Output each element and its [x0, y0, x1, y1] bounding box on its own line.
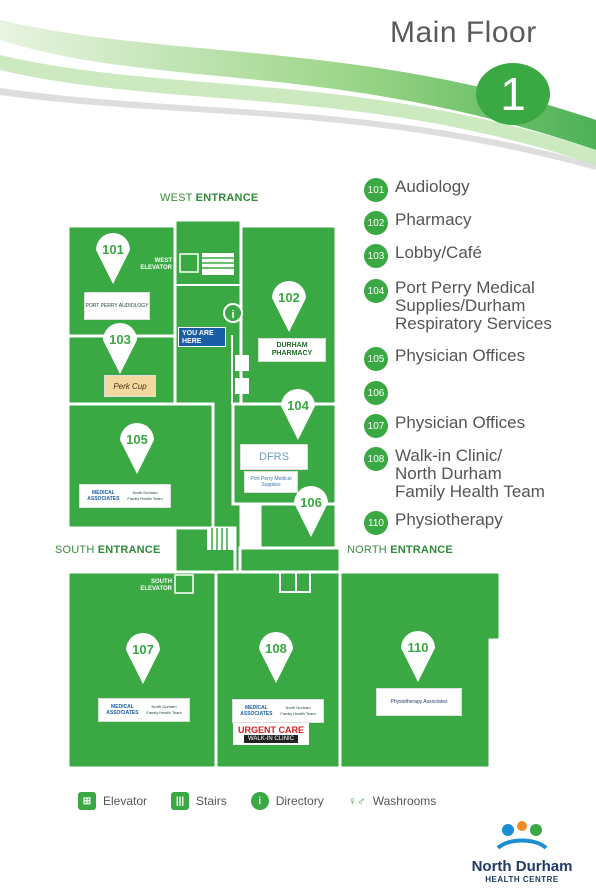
medical-associates-logo-108: MEDICAL ASSOCIATES North Durham Family H…	[232, 699, 324, 723]
map-pin-102[interactable]: 102	[272, 281, 306, 332]
legend-number: 103	[364, 244, 388, 268]
pin-number: 101	[102, 242, 124, 257]
pin-number: 106	[300, 495, 322, 510]
pin-number: 103	[109, 332, 131, 347]
elevator-icon: ⊞	[78, 792, 96, 810]
you-are-here-marker: YOU ARE HERE	[178, 327, 226, 347]
urgent-care-logo: URGENT CARE WALK-IN CLINIC	[233, 723, 309, 745]
legend-label: Port Perry Medical Supplies/Durham Respi…	[395, 278, 552, 333]
legend-number: 105	[364, 347, 388, 371]
legend-item-102: 102 Pharmacy	[364, 211, 472, 235]
legend-washrooms: ♀♂ Washrooms	[347, 792, 437, 810]
legend-label: Audiology	[395, 177, 470, 196]
stairs-center	[207, 528, 235, 550]
west-entrance-label: WEST ENTRANCE	[160, 192, 259, 204]
svg-text:i: i	[231, 309, 234, 321]
washroom-icon: ♀♂	[347, 792, 366, 810]
west-elevator-label: WEST ELEVATOR	[140, 258, 172, 271]
legend-label: Lobby/Café	[395, 243, 482, 262]
pharmacy-logo: DURHAM PHARMACY	[258, 338, 326, 362]
audiology-logo: PORT PERRY AUDIOLOGY	[84, 292, 150, 320]
washroom-icon	[235, 355, 249, 371]
south-elevator-label: SOUTH ELEVATOR	[140, 579, 172, 592]
legend-item-110: 110 Physiotherapy	[364, 511, 503, 535]
pin-number: 102	[278, 290, 300, 305]
legend-number: 106	[364, 381, 388, 405]
legend-item-103: 103 Lobby/Café	[364, 244, 482, 268]
legend-item-108: 108 Walk-in Clinic/ North Durham Family H…	[364, 447, 545, 501]
legend-stairs: ||| Stairs	[171, 792, 227, 810]
legend-item-105: 105 Physician Offices	[364, 347, 525, 371]
map-pin-101[interactable]: 101	[96, 233, 130, 284]
map-pin-105[interactable]: 105	[120, 423, 154, 474]
map-pin-104[interactable]: 104	[281, 389, 315, 440]
legend-directory: i Directory	[250, 792, 324, 810]
north-entrance-label: NORTH ENTRANCE	[347, 544, 453, 556]
legend-label: Physician Offices	[395, 413, 526, 432]
legend-number: 102	[364, 211, 388, 235]
legend-item-104: 104 Port Perry Medical Supplies/Durham Re…	[364, 279, 552, 333]
ppms-logo: Port Perry Medical Supplies	[244, 471, 298, 493]
legend-label: Physician Offices	[395, 346, 526, 365]
brand-logo: North Durham HEALTH CENTRE	[462, 820, 582, 884]
page-title: Main Floor	[390, 16, 537, 49]
pin-number: 110	[408, 640, 429, 655]
pin-number: 108	[265, 641, 287, 656]
legend-number: 101	[364, 178, 388, 202]
legend-number: 108	[364, 447, 388, 471]
directory-icon	[223, 303, 243, 323]
legend-item-107: 107 Physician Offices	[364, 414, 525, 438]
physio-logo: Physiotherapy Associates	[376, 688, 462, 716]
legend-item-106: 106	[364, 381, 395, 405]
dfrs-logo: DFRS	[240, 444, 308, 470]
legend-label: Walk-in Clinic/ North Durham Family Heal…	[395, 446, 545, 501]
map-pin-110[interactable]: 110	[401, 631, 435, 682]
pin-number: 107	[132, 642, 154, 657]
brand-name: North Durham	[471, 858, 573, 875]
legend-number: 104	[364, 279, 388, 303]
legend-number: 110	[364, 511, 388, 535]
icon-legend: ⊞ Elevator ||| Stairs i Directory ♀♂ Was…	[78, 792, 460, 810]
cafe-logo: Perk Cup	[104, 375, 156, 397]
pin-number: 104	[287, 398, 309, 413]
map-pin-107[interactable]: 107	[126, 633, 160, 684]
floor-number-badge: 1	[476, 63, 550, 125]
stairs-west	[202, 253, 234, 275]
elevator-west-icon	[179, 253, 199, 273]
legend-label: Pharmacy	[395, 210, 472, 229]
directory-icon: i	[250, 792, 269, 810]
brand-mark-icon	[496, 821, 548, 850]
pin-number: 105	[126, 432, 148, 447]
south-entrance-label: SOUTH ENTRANCE	[55, 544, 161, 556]
map-pin-106[interactable]: 106	[294, 486, 328, 537]
map-pin-103[interactable]: 103	[103, 323, 137, 374]
washroom-icon-2	[235, 378, 249, 394]
medical-associates-logo-105: MEDICAL ASSOCIATES North Durham Family H…	[79, 484, 171, 508]
stairs-icon: |||	[171, 792, 190, 810]
medical-associates-logo-107: MEDICAL ASSOCIATES North Durham Family H…	[98, 698, 190, 722]
elevator-south-icon	[174, 574, 194, 594]
legend-number: 107	[364, 414, 388, 438]
legend-item-101: 101 Audiology	[364, 178, 470, 202]
map-pin-108[interactable]: 108	[259, 632, 293, 683]
lower-corridor	[238, 546, 342, 574]
header-swoosh	[0, 20, 596, 170]
legend-label: Physiotherapy	[395, 510, 503, 529]
brand-subtitle: HEALTH CENTRE	[485, 875, 559, 884]
legend-elevator: ⊞ Elevator	[78, 792, 147, 810]
